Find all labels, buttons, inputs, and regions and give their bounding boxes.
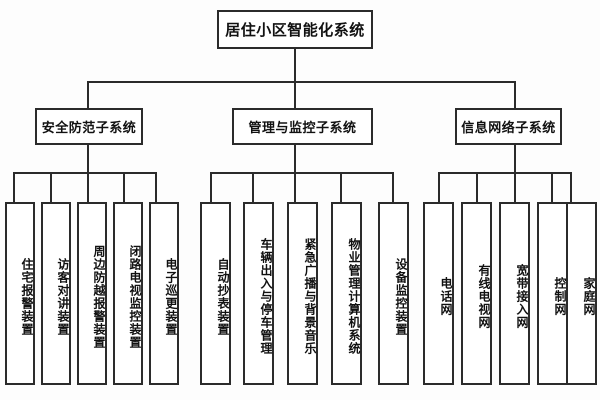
connector-branch-1-bus <box>13 172 157 174</box>
leaf-node-home-alarm[interactable]: 住宅报警装置 <box>5 202 35 385</box>
connector-branch-2-bus <box>210 172 394 174</box>
connector-branch-3-drop <box>514 81 516 109</box>
connector-leaf-1-3-drop <box>87 172 89 202</box>
branch-node-management[interactable]: 管理与监控子系统 <box>232 108 373 145</box>
leaf-node-electronic-patrol[interactable]: 电子巡更装置 <box>149 202 179 385</box>
connector-root-stem <box>294 49 296 81</box>
leaf-node-equipment-monitoring[interactable]: 设备监控装置 <box>378 202 409 385</box>
leaf-node-cctv-monitoring[interactable]: 闭路电视监控装置 <box>113 202 143 385</box>
connector-leaf-2-1-drop <box>210 172 212 202</box>
connector-leaf-2-3-drop <box>294 172 296 202</box>
connector-leaf-1-2-drop <box>50 172 52 202</box>
leaf-node-telephone-network[interactable]: 电话网 <box>423 202 454 385</box>
connector-branch-1-drop <box>87 81 89 109</box>
connector-branch-1-stem <box>87 145 89 172</box>
branch-node-network[interactable]: 信息网络子系统 <box>455 108 562 145</box>
connector-leaf-3-4-drop <box>551 172 553 202</box>
connector-branch-2-stem <box>294 145 296 172</box>
leaf-node-auto-meter-reading[interactable]: 自动抄表装置 <box>200 202 231 385</box>
connector-leaf-2-5-drop <box>392 172 394 202</box>
leaf-node-broadband-access-network[interactable]: 宽带接入网 <box>499 202 530 385</box>
root-node[interactable]: 居住小区智能化系统 <box>217 10 373 49</box>
connector-leaf-1-5-drop <box>155 172 157 202</box>
connector-leaf-1-1-drop <box>13 172 15 202</box>
connector-leaf-3-5-drop <box>570 172 572 202</box>
connector-leaf-2-4-drop <box>340 172 342 202</box>
leaf-node-perimeter-alarm[interactable]: 周边防越报警装置 <box>77 202 107 385</box>
leaf-node-vehicle-parking-management[interactable]: 车辆出入与停车管理 <box>243 202 274 385</box>
branch-node-security[interactable]: 安全防范子系统 <box>35 108 143 145</box>
connector-leaf-1-4-drop <box>123 172 125 202</box>
connector-leaf-3-1-drop <box>438 172 440 202</box>
connector-branch-3-bus <box>438 172 572 174</box>
connector-leaf-3-2-drop <box>476 172 478 202</box>
leaf-node-cable-tv-network[interactable]: 有线电视网 <box>461 202 492 385</box>
leaf-node-property-management-computer-system[interactable]: 物业管理计算机系统 <box>331 202 362 385</box>
connector-branch-2-drop <box>294 81 296 109</box>
connector-leaf-2-2-drop <box>252 172 254 202</box>
connector-branch-3-stem <box>514 145 516 172</box>
leaf-node-emergency-broadcast-music[interactable]: 紧急广播与背景音乐 <box>287 202 318 385</box>
leaf-node-home-network[interactable]: 家庭网 <box>566 202 597 385</box>
connector-leaf-3-3-drop <box>514 172 516 202</box>
leaf-node-visitor-intercom[interactable]: 访客对讲装置 <box>41 202 71 385</box>
leaf-node-control-network[interactable]: 控制网 <box>537 202 568 385</box>
connector-main-bus <box>87 81 516 83</box>
